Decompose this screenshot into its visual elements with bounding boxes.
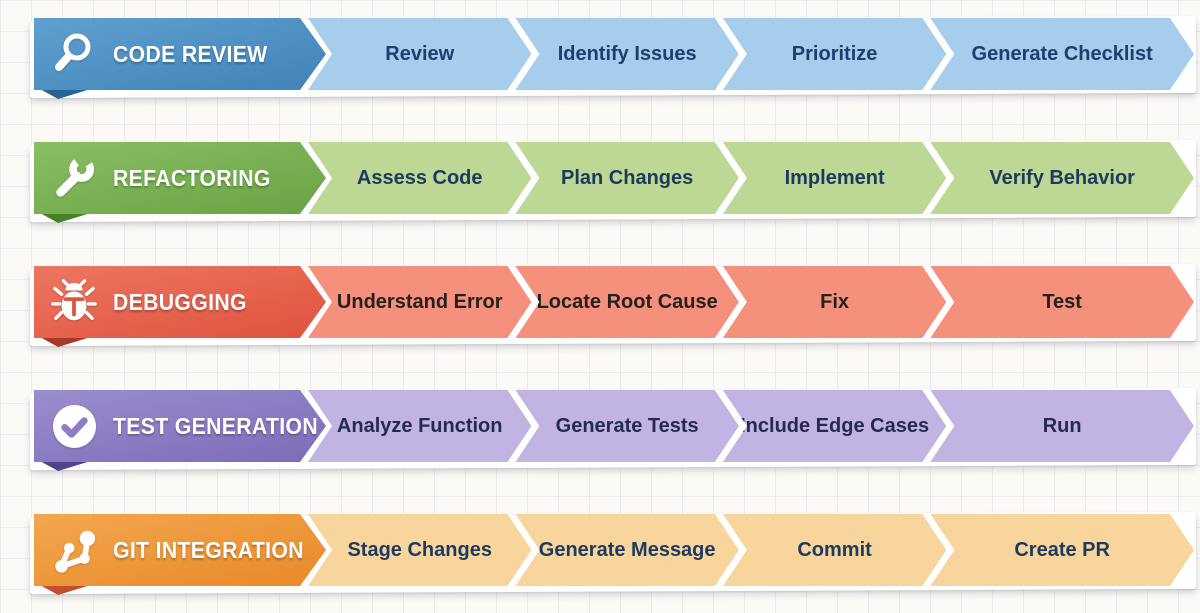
ribbon-fold bbox=[38, 88, 94, 99]
row-header: GIT INTEGRATION bbox=[34, 514, 326, 586]
step-chevron: Prioritize bbox=[723, 18, 946, 90]
row-header: REFACTORING bbox=[34, 142, 326, 214]
steps-track: Assess Code Plan Changes Implement Verif… bbox=[308, 142, 1194, 214]
ribbon-fold bbox=[38, 584, 94, 595]
workflow-row-refactoring: REFACTORING Assess Code Plan Changes Imp… bbox=[0, 140, 1200, 223]
row-header: CODE REVIEW bbox=[34, 18, 326, 90]
step-chevron: Review bbox=[308, 18, 531, 90]
workflow-row-code-review: CODE REVIEW Review Identify Issues Prior… bbox=[0, 16, 1200, 99]
step-chevron: Verify Behavior bbox=[930, 142, 1194, 214]
row-header: TEST GENERATION bbox=[34, 390, 326, 462]
step-chevron: Stage Changes bbox=[308, 514, 531, 586]
steps-track: Review Identify Issues Prioritize Genera… bbox=[308, 18, 1194, 90]
step-chevron: Generate Checklist bbox=[930, 18, 1194, 90]
ribbon-fold bbox=[38, 460, 94, 471]
magnifier-icon bbox=[50, 30, 98, 78]
step-chevron: Generate Tests bbox=[515, 390, 738, 462]
workflow-row-debugging: DEBUGGING Understand Error Locate Root C… bbox=[0, 264, 1200, 347]
ribbon-fold bbox=[38, 212, 94, 223]
step-chevron: Create PR bbox=[930, 514, 1194, 586]
step-chevron: Commit bbox=[723, 514, 946, 586]
wrench-icon bbox=[50, 154, 98, 202]
step-chevron: Plan Changes bbox=[515, 142, 738, 214]
step-chevron: Include Edge Cases bbox=[723, 390, 946, 462]
bug-icon bbox=[50, 278, 98, 326]
steps-track: Analyze Function Generate Tests Include … bbox=[308, 390, 1194, 462]
row-title: GIT INTEGRATION bbox=[113, 536, 304, 563]
step-chevron: Fix bbox=[723, 266, 946, 338]
row-title: TEST GENERATION bbox=[113, 412, 318, 439]
workflow-row-test-generation: TEST GENERATION Analyze Function Generat… bbox=[0, 388, 1200, 471]
step-chevron: Generate Message bbox=[515, 514, 738, 586]
steps-track: Stage Changes Generate Message Commit Cr… bbox=[308, 514, 1194, 586]
step-chevron: Locate Root Cause bbox=[515, 266, 738, 338]
row-title: DEBUGGING bbox=[113, 288, 247, 315]
step-chevron: Identify Issues bbox=[515, 18, 738, 90]
check-circle-icon bbox=[50, 402, 98, 450]
step-chevron: Run bbox=[930, 390, 1194, 462]
row-title: REFACTORING bbox=[113, 164, 271, 191]
step-chevron: Implement bbox=[723, 142, 946, 214]
step-chevron: Analyze Function bbox=[308, 390, 531, 462]
workflow-row-git-integration: GIT INTEGRATION Stage Changes Generate M… bbox=[0, 512, 1200, 595]
steps-track: Understand Error Locate Root Cause Fix T… bbox=[308, 266, 1194, 338]
step-chevron: Assess Code bbox=[308, 142, 531, 214]
row-title: CODE REVIEW bbox=[113, 40, 268, 67]
git-branch-icon bbox=[50, 526, 98, 574]
step-chevron: Understand Error bbox=[308, 266, 531, 338]
step-chevron: Test bbox=[930, 266, 1194, 338]
row-header: DEBUGGING bbox=[34, 266, 326, 338]
ribbon-fold bbox=[38, 336, 94, 347]
